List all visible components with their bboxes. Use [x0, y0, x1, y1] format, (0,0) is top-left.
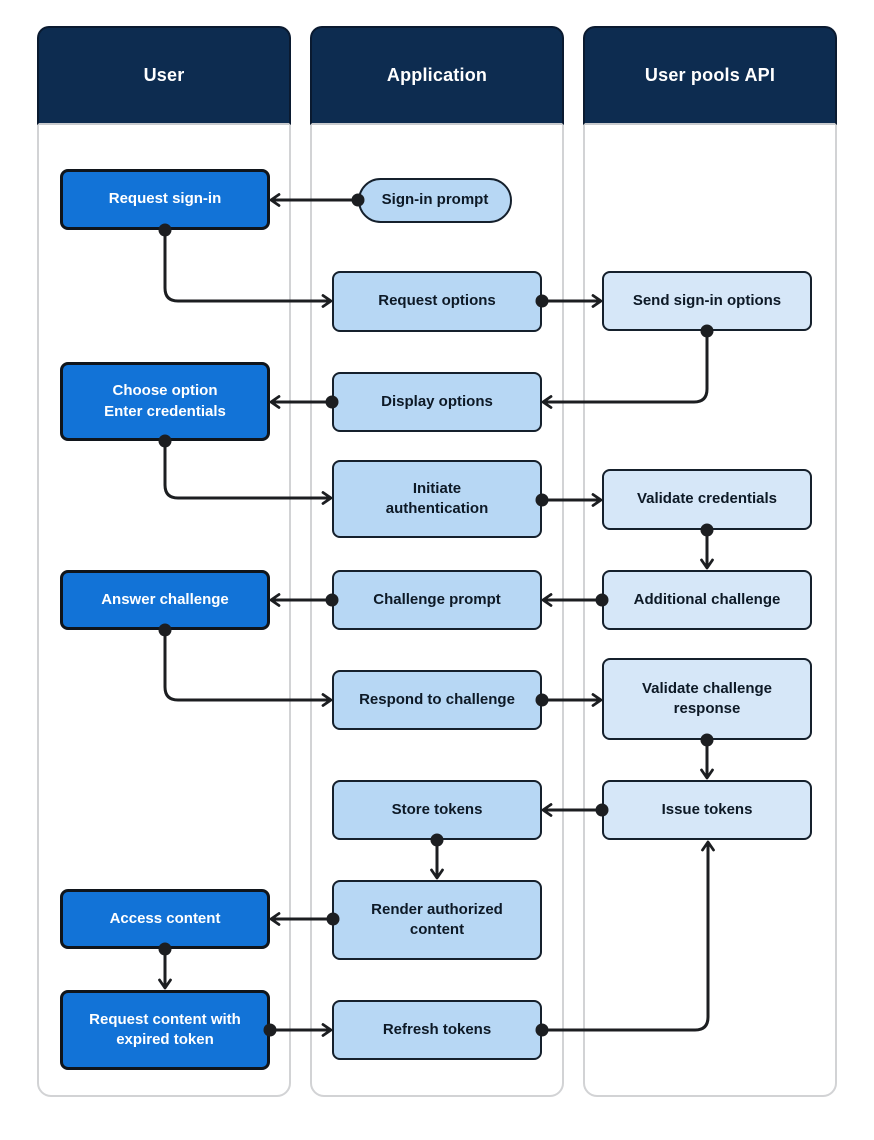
node-render-authorized-content: Render authorized content: [332, 880, 542, 960]
node-answer-challenge: Answer challenge: [60, 570, 270, 630]
node-additional-challenge: Additional challenge: [602, 570, 812, 630]
node-respond-to-challenge: Respond to challenge: [332, 670, 542, 730]
node-validate-credentials: Validate credentials: [602, 469, 812, 530]
node-initiate-authentication: Initiate authentication: [332, 460, 542, 538]
node-refresh-tokens: Refresh tokens: [332, 1000, 542, 1060]
lane-header-application: Application: [310, 26, 564, 125]
node-store-tokens: Store tokens: [332, 780, 542, 840]
lane-header-user-pools-api: User pools API: [583, 26, 837, 125]
lane-header-user: User: [37, 26, 291, 125]
node-validate-challenge-response: Validate challenge response: [602, 658, 812, 740]
node-send-signin-options: Send sign-in options: [602, 271, 812, 331]
node-request-options: Request options: [332, 271, 542, 332]
node-request-signin: Request sign-in: [60, 169, 270, 230]
lane-title-user-pools-api: User pools API: [644, 65, 776, 85]
node-choose-option: Choose option Enter credentials: [60, 362, 270, 441]
node-signin-prompt: Sign-in prompt: [358, 178, 512, 223]
node-access-content: Access content: [60, 889, 270, 949]
lane-user-pools-api: User pools API: [583, 26, 837, 1097]
node-issue-tokens: Issue tokens: [602, 780, 812, 840]
node-display-options: Display options: [332, 372, 542, 432]
node-request-content-expired-token: Request content with expired token: [60, 990, 270, 1070]
lane-title-application: Application: [386, 65, 488, 85]
node-challenge-prompt: Challenge prompt: [332, 570, 542, 630]
lane-title-user: User: [143, 65, 185, 85]
